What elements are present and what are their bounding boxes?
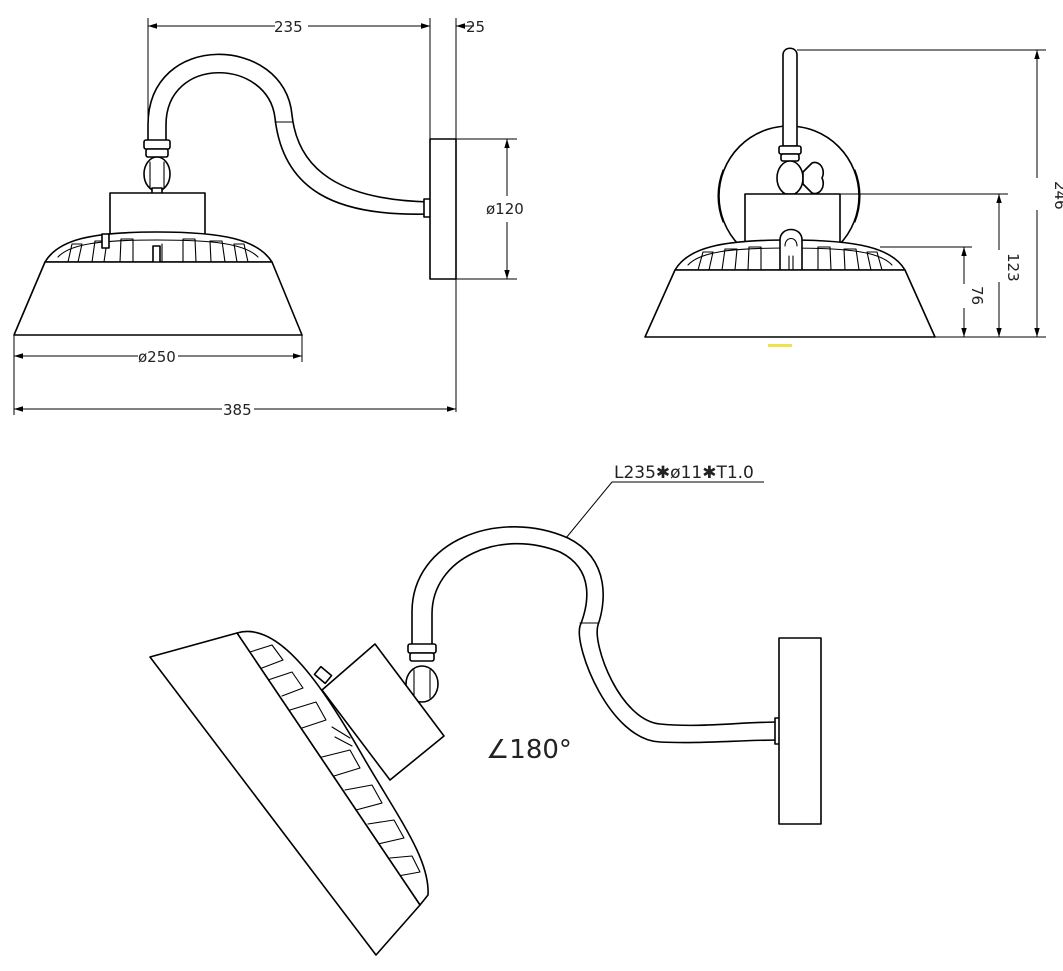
- rotated-wall-plate: [778, 637, 822, 825]
- side-arm-tube-inner: [165, 71, 431, 216]
- side-arm-collar: [143, 139, 171, 150]
- rotated-arm-tube: [411, 525, 781, 727]
- dim-body-height: 123: [1004, 253, 1022, 282]
- front-shade: [644, 269, 936, 338]
- dim-arm-reach: 235: [274, 18, 303, 36]
- front-pivot-knuckle: [776, 160, 804, 196]
- dim-plate-diameter: ø120: [486, 200, 524, 218]
- dim-total-height: 246: [1051, 181, 1063, 210]
- rotated-view: L235✱ø11✱T1.0 ∠180°: [149, 463, 822, 956]
- front-highlight-mark: [768, 344, 792, 347]
- rotated-arm-tube-inner: [431, 542, 781, 744]
- front-bracket-loop: [779, 228, 803, 271]
- pipe-spec-leader: [565, 481, 764, 539]
- side-pivot-knuckle: [143, 156, 171, 192]
- front-arm-tube: [782, 47, 798, 147]
- dim-plate-thickness: 25: [466, 18, 485, 36]
- side-shade: [13, 261, 303, 336]
- dim-shade-diameter: ø250: [138, 348, 176, 366]
- rotation-angle-label: ∠180°: [486, 735, 572, 765]
- rotated-heatsink: [236, 630, 429, 906]
- dim-total-length: 385: [223, 401, 252, 419]
- rotated-driver-housing: [321, 643, 445, 781]
- front-view: 246 123 76: [644, 47, 1063, 347]
- dim-shade-height: 76: [968, 286, 986, 305]
- side-arm-tube: [147, 53, 431, 203]
- rotated-shade: [149, 632, 421, 956]
- pipe-spec-label: L235✱ø11✱T1.0: [614, 463, 754, 483]
- side-view: 235 25 ø120 ø250 385: [13, 18, 524, 419]
- side-wall-plate: [429, 138, 457, 280]
